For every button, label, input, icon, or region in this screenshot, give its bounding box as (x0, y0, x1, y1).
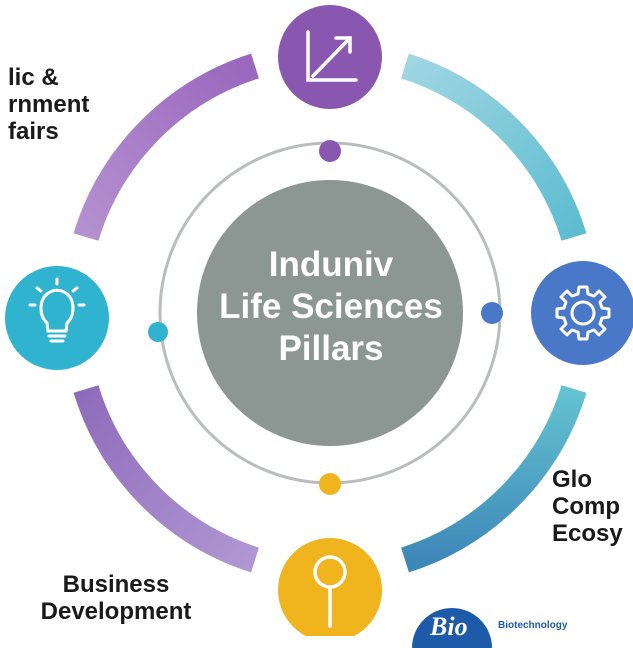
bio-logo: Bio Biotechnology (412, 608, 633, 648)
center-title: Induniv Life Sciences Pillars (196, 244, 466, 370)
bio-logo-mark: Bio (430, 612, 468, 641)
ring-arc-left-top (73, 53, 260, 241)
public-affairs-line-3: fairs (8, 118, 59, 145)
global-line-2: Comp (552, 493, 620, 520)
dot-left (148, 322, 168, 342)
dot-right (481, 302, 503, 324)
global-ecosystem-label: Glo Comp Ecosy (552, 466, 623, 547)
public-affairs-line-2: rnment (8, 91, 90, 118)
lightbulb-icon (28, 277, 86, 343)
dot-top (319, 140, 341, 162)
bio-logo-badge: Bio (412, 608, 492, 648)
magnifier-icon (313, 555, 347, 628)
ring-arc-top-right (400, 53, 587, 241)
global-line-1: Glo (552, 466, 592, 493)
pillar-right (531, 261, 633, 365)
dot-bottom (319, 473, 341, 495)
pillar-left (5, 266, 109, 370)
business-line-1: Business (62, 571, 170, 598)
center-title-line-2: Life Sciences (219, 287, 443, 326)
business-line-2: Development (40, 598, 192, 625)
bio-logo-text: Biotechnology (498, 620, 568, 631)
ring-arc-right-bottom (400, 385, 587, 573)
center-disc (197, 180, 463, 446)
growth-chart-icon (306, 30, 358, 82)
global-line-3: Ecosy (552, 520, 623, 547)
center-title-line-1: Induniv (268, 245, 394, 284)
gear-icon (555, 285, 611, 341)
public-affairs-line-1: lic & (8, 64, 59, 91)
business-development-label: Business Development (22, 571, 210, 625)
center-title-line-3: Pillars (278, 329, 384, 368)
ring-arc-bottom-left (73, 385, 260, 573)
public-affairs-label: lic & rnment fairs (8, 64, 89, 145)
